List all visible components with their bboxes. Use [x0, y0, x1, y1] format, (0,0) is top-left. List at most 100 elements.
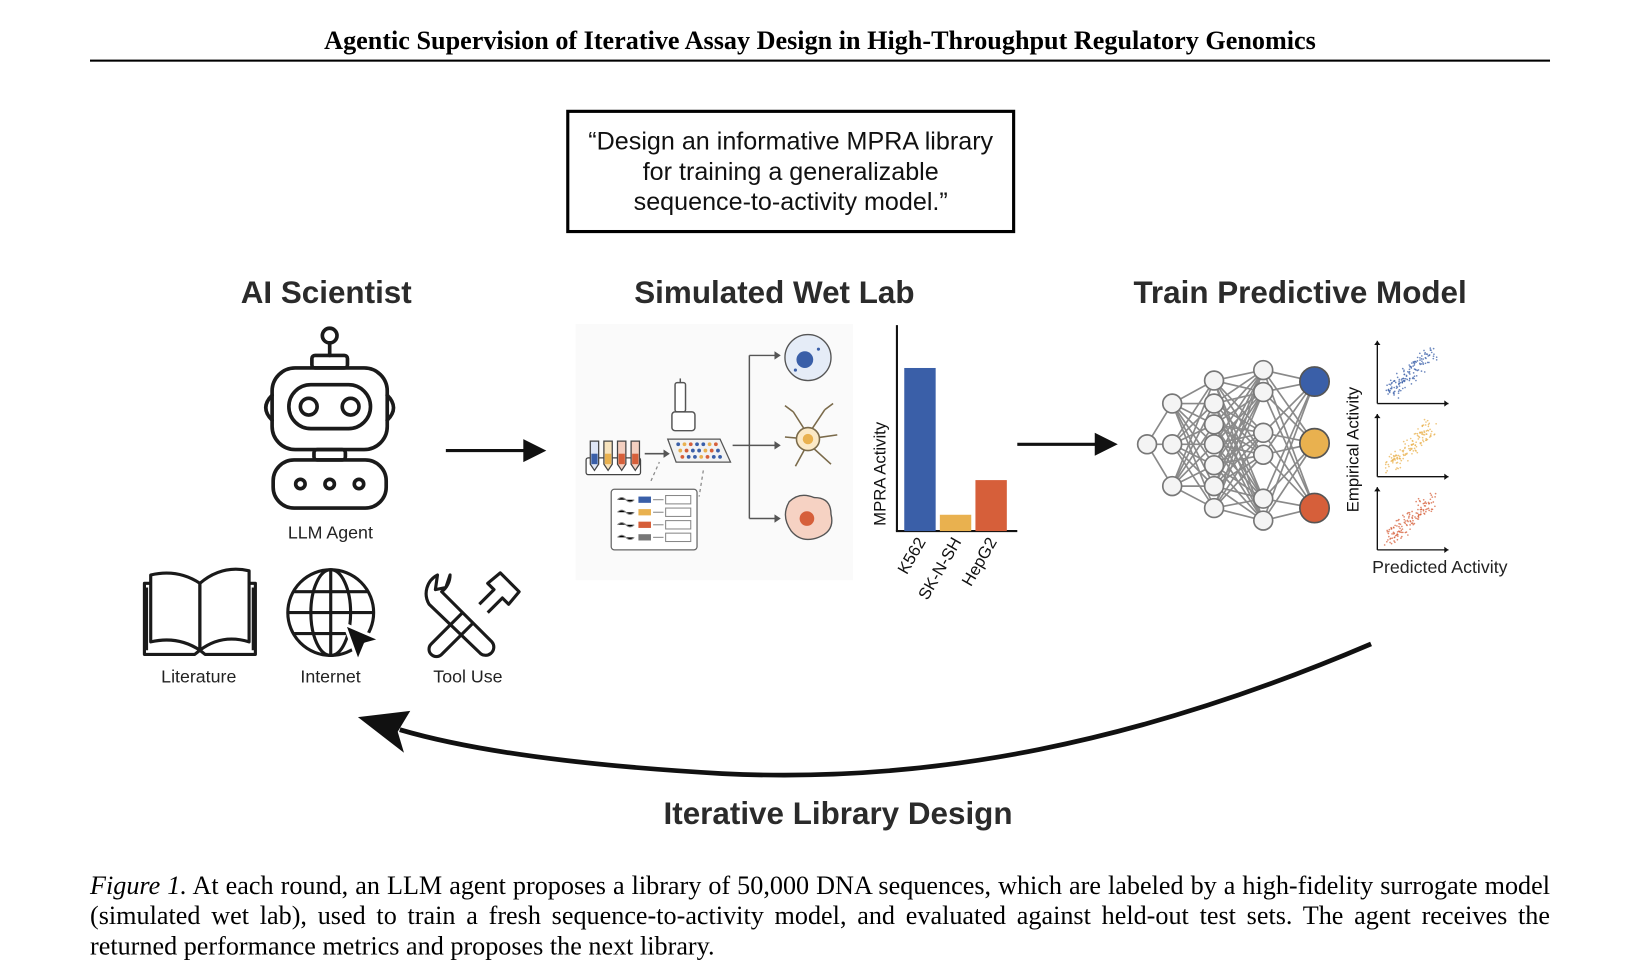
scatter-point: [1413, 364, 1416, 366]
nn-node: [1203, 370, 1225, 391]
scatter-point: [1422, 509, 1425, 512]
scatter-point: [1417, 369, 1420, 371]
scatter-point: [1418, 362, 1421, 365]
scatter-point: [1424, 501, 1427, 503]
feedback-loop-arrow: [357, 641, 1372, 778]
scatter-point: [1430, 433, 1432, 435]
scatter-point: [1391, 461, 1394, 464]
scatter-point: [1413, 377, 1415, 380]
scatter-point: [1408, 364, 1411, 366]
nn-edge: [1262, 381, 1316, 499]
scatter-point: [1384, 463, 1387, 466]
scatter-point: [1430, 510, 1433, 513]
scatter-point: [1394, 450, 1396, 453]
scatter-panels: Empirical Activity: [1343, 340, 1449, 554]
scatter-point: [1426, 361, 1429, 364]
scatter-point: [1411, 510, 1413, 513]
scatter-point: [1404, 522, 1407, 525]
scatter-point: [1400, 529, 1403, 532]
scatter-point: [1433, 353, 1435, 356]
scatter-point: [1412, 365, 1414, 367]
scatter-panel: [1374, 487, 1449, 554]
scatter-point: [1385, 461, 1388, 463]
scatter-point: [1397, 397, 1400, 399]
scatter-point: [1402, 457, 1405, 460]
scatter-point: [1388, 383, 1391, 386]
scatter-point: [1398, 518, 1400, 521]
scatter-point: [1407, 534, 1409, 536]
scatter-point: [1396, 538, 1399, 541]
scatter-point: [1422, 358, 1425, 360]
scatter-point: [1390, 386, 1393, 388]
scatter-point: [1390, 453, 1392, 456]
scatter-point: [1408, 513, 1411, 516]
nn-node: [1203, 414, 1225, 435]
arrow-lab-to-model: [1017, 432, 1118, 456]
scatter-point: [1406, 378, 1409, 381]
scatter-point: [1412, 523, 1415, 526]
scatter-point: [1434, 492, 1437, 495]
scatter-point: [1401, 367, 1404, 370]
scatter-point: [1431, 508, 1434, 511]
nn-node: [1203, 497, 1225, 519]
scatter-point: [1394, 381, 1397, 384]
scatter-point: [1424, 362, 1427, 365]
scatter-point: [1435, 358, 1438, 361]
scatter-point: [1409, 524, 1411, 526]
scatter-point: [1417, 504, 1420, 507]
scatter-point: [1410, 448, 1413, 450]
book-icon: [142, 567, 257, 656]
scatter-point: [1413, 522, 1416, 525]
tool-label-literature: Literature: [161, 666, 237, 687]
scatter-point: [1403, 369, 1405, 372]
scatter-point: [1411, 452, 1413, 455]
scatter-point: [1394, 459, 1396, 461]
scatter-point: [1388, 530, 1390, 533]
scatter-point: [1420, 511, 1422, 513]
scatter-point: [1414, 432, 1417, 435]
plate-well: [709, 448, 714, 453]
scatter-point: [1430, 430, 1433, 433]
scatter-point: [1386, 470, 1389, 472]
scatter-point: [1423, 371, 1426, 373]
scatter-point: [1393, 394, 1395, 396]
scatter-point: [1398, 457, 1401, 460]
scatter-point: [1417, 513, 1420, 516]
loop-label: Iterative Library Design: [663, 796, 1013, 832]
plate-well: [680, 454, 685, 459]
scatter-point: [1403, 516, 1405, 518]
scatter-point: [1416, 512, 1419, 515]
scatter-point: [1414, 449, 1417, 452]
scatter-point: [1389, 541, 1391, 544]
scatter-point: [1425, 421, 1427, 423]
plate-well: [713, 442, 718, 447]
scatter-point: [1398, 382, 1400, 385]
nn-output-node: [1299, 492, 1331, 524]
scatter-point: [1392, 531, 1395, 534]
scatter-point: [1416, 432, 1419, 435]
tool-label-internet: Internet: [300, 666, 361, 687]
scatter-point: [1404, 447, 1406, 450]
scatter-point: [1413, 375, 1416, 378]
nn-node: [1252, 381, 1274, 403]
plate-well: [707, 442, 712, 447]
plate-well: [684, 448, 689, 453]
scatter-point: [1409, 373, 1411, 375]
scatter-point: [1429, 498, 1432, 501]
sequence-rows: [617, 494, 692, 543]
scatter-point: [1408, 515, 1410, 518]
scatter-point: [1391, 533, 1393, 535]
scatter-point: [1385, 389, 1388, 392]
scatter-point: [1401, 528, 1404, 530]
scatter-point: [1401, 387, 1404, 390]
scatter-point: [1418, 352, 1421, 355]
scatter-point: [1413, 362, 1416, 365]
scatter-point: [1403, 370, 1405, 373]
scatter-point: [1400, 379, 1403, 381]
caption-text: At each round, an LLM agent proposes a l…: [90, 871, 1551, 961]
scatter-point: [1390, 526, 1392, 529]
nn-node: [1252, 444, 1274, 465]
scatter-point: [1387, 463, 1390, 466]
scatter-point: [1434, 496, 1436, 498]
scatter-point: [1405, 374, 1408, 377]
